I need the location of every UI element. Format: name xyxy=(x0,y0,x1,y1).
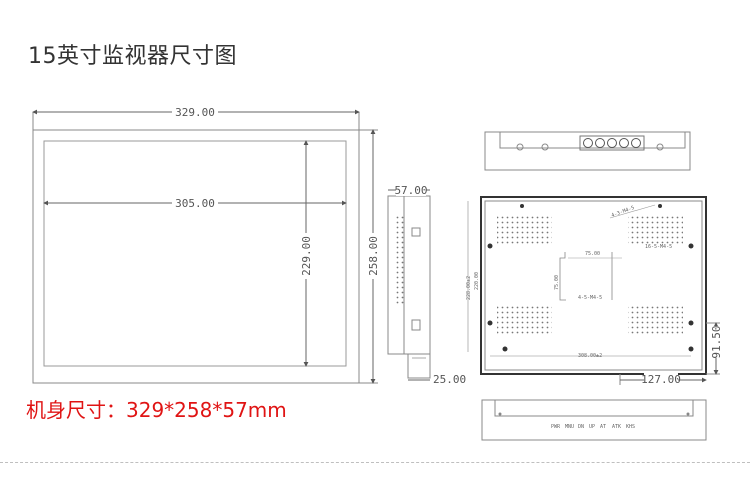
back-view: 75.00 75.00 4-5-M4-5 4-3-M4-5 16-5-M4-5 … xyxy=(466,196,723,386)
port-label-up: UP xyxy=(589,424,595,430)
port-label-dn: DN xyxy=(578,424,584,430)
dim-inner-width: 305.00 xyxy=(175,197,215,210)
dim-bottom-depth: 25.00 xyxy=(433,373,466,386)
dim-outer-height: 258.00 xyxy=(367,236,380,276)
back-label-75-v: 75.00 xyxy=(554,275,560,290)
dim-outer-width: 329.00 xyxy=(175,106,215,119)
port-label-khs: KHS xyxy=(626,424,635,430)
front-view: 329.00 305.00 229.00 258.00 xyxy=(32,105,380,384)
front-outer-frame xyxy=(32,129,360,384)
footer-divider xyxy=(0,462,750,463)
port-label-at: AT xyxy=(600,424,606,430)
back-label-75-h: 75.00 xyxy=(585,251,600,257)
back-frame xyxy=(480,196,707,375)
dim-back-bottom-width: 127.00 xyxy=(641,373,681,386)
port-label-atk: ATK xyxy=(612,424,621,430)
back-label-m4-c: 16-5-M4-5 xyxy=(645,244,672,250)
bottom-view: PWR MNU DN UP AT ATK KHS xyxy=(481,399,707,441)
port-label-pwr: PWR xyxy=(551,424,561,430)
back-label-228: 228.00±2 xyxy=(466,276,472,300)
button-row xyxy=(579,135,645,151)
dim-depth: 57.00 xyxy=(394,184,427,197)
side-view: 57.00 25.00 xyxy=(387,184,466,386)
dim-inner-height: 229.00 xyxy=(300,236,313,276)
top-view xyxy=(484,131,691,171)
back-label-m4-a: 4-5-M4-5 xyxy=(578,295,602,301)
dim-back-right-height: 91.50 xyxy=(710,325,723,358)
front-screen-area xyxy=(43,140,347,367)
body-size-summary: 机身尺寸：329*258*57mm xyxy=(26,398,287,422)
page-title: 15英寸监视器尺寸图 xyxy=(28,44,237,69)
back-label-220: 220.00 xyxy=(474,272,480,290)
port-label-mnu: MNU xyxy=(565,424,574,430)
